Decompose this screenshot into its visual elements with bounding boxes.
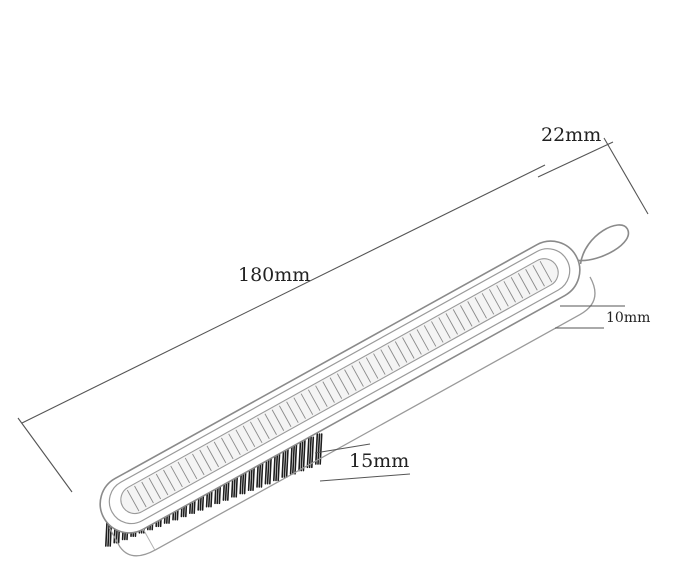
comb-tooth: [373, 353, 386, 375]
bristle-strand: [285, 446, 289, 478]
bristle-dimension: [314, 443, 411, 482]
comb-tooth: [242, 425, 256, 448]
bristle-strand: [306, 436, 310, 469]
bristle-strand: [289, 443, 293, 475]
comb-tooth: [155, 473, 169, 496]
comb-tooth: [510, 277, 524, 299]
bristle-strand: [319, 433, 323, 465]
hanging-loop: [578, 224, 630, 265]
comb-tooth: [336, 373, 350, 395]
comb-tooth: [525, 269, 538, 291]
comb-tooth: [517, 273, 531, 295]
shell-seam: [142, 528, 156, 551]
bristle-leader-bottom: [319, 473, 411, 482]
comb-tooth: [278, 405, 292, 427]
comb-tooth: [452, 309, 466, 331]
bristle-strand: [308, 436, 312, 469]
comb-tooth: [300, 393, 314, 415]
comb-tooth: [402, 337, 415, 359]
comb-tooth: [431, 321, 444, 343]
bristle-strand: [291, 443, 296, 475]
comb-teeth: [126, 260, 553, 512]
brush-body: [99, 224, 630, 557]
comb-tooth: [329, 377, 343, 399]
comb-tooth: [177, 461, 191, 484]
comb-tooth: [134, 485, 147, 508]
comb-tooth: [539, 260, 553, 283]
bristle-tuft: [298, 439, 306, 472]
bristle-height-label: 15mm: [349, 450, 410, 472]
length-dimension-line: [21, 164, 546, 424]
comb-tooth: [271, 409, 285, 431]
comb-tooth: [387, 345, 401, 367]
width-dimension-line: [537, 141, 614, 178]
length-dimension: [17, 164, 546, 493]
width-label: 22mm: [541, 124, 602, 146]
comb-tooth: [365, 357, 379, 379]
tooth-slot: [120, 258, 559, 515]
comb-tooth: [199, 449, 212, 472]
comb-tooth: [221, 437, 234, 460]
width-extension-line: [603, 137, 649, 215]
comb-tooth: [141, 481, 154, 504]
comb-tooth: [394, 341, 408, 363]
width-dimension: [537, 137, 649, 215]
comb-tooth: [148, 477, 162, 500]
shell-side-edge: [108, 276, 596, 557]
comb-tooth: [293, 397, 306, 419]
length-label: 180mm: [238, 264, 311, 286]
comb-tooth: [322, 381, 335, 403]
comb-tooth: [532, 265, 545, 287]
comb-tooth: [380, 349, 393, 371]
bristle-strand: [310, 436, 315, 469]
bristle-tuft: [306, 436, 315, 469]
comb-tooth: [460, 305, 473, 327]
comb-tooth: [206, 445, 219, 468]
comb-tooth: [163, 469, 176, 492]
comb-tooth: [358, 361, 372, 383]
comb-tooth: [344, 369, 357, 391]
comb-tooth: [467, 301, 480, 323]
comb-tooth: [264, 413, 277, 435]
comb-tooth: [184, 457, 198, 480]
comb-tooth: [489, 289, 502, 311]
bristle-strand: [283, 446, 287, 478]
comb-tooth: [416, 329, 430, 351]
length-extension-left: [17, 417, 73, 493]
comb-tooth: [257, 417, 270, 439]
comb-tooth: [351, 365, 364, 387]
comb-tooth: [409, 333, 422, 355]
comb-tooth: [213, 441, 227, 464]
bristle-leader-top: [314, 443, 371, 454]
depth-label: 10mm: [606, 310, 651, 326]
depth-dimension: [555, 305, 625, 329]
comb-tooth: [423, 325, 437, 347]
comb-tooth: [170, 465, 183, 488]
comb-tooth: [235, 429, 248, 452]
comb-tooth: [192, 453, 205, 476]
comb-tooth: [126, 489, 140, 512]
comb-tooth: [286, 401, 299, 423]
comb-tooth: [438, 317, 451, 339]
bristle-strand: [300, 439, 304, 472]
bristle-strand: [294, 443, 298, 475]
bristle-tuft: [289, 443, 298, 475]
bristle-strand: [302, 439, 306, 472]
bristle-strand: [298, 439, 302, 472]
comb-tooth: [474, 297, 487, 319]
comb-tooth: [496, 285, 509, 307]
bristle-strand: [277, 449, 281, 482]
comb-tooth: [228, 433, 241, 456]
comb-tooth: [481, 293, 495, 315]
comb-tooth: [250, 421, 263, 444]
comb-tooth: [307, 389, 321, 411]
bristle-strand: [314, 433, 319, 465]
comb-tooth: [503, 281, 516, 303]
comb-tooth: [315, 385, 328, 407]
comb-tooth: [445, 313, 458, 335]
